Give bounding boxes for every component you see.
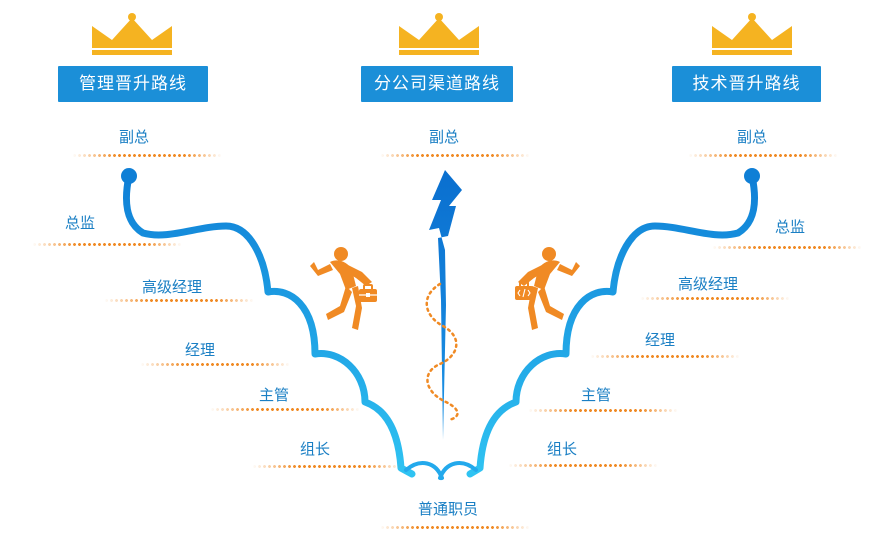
crown-icon (92, 13, 172, 55)
staff-level: 普通职员 (417, 500, 479, 518)
management-route-title: 管理晋升路线 (58, 66, 208, 102)
technical-route-title: 技术晋升路线 (672, 66, 821, 102)
base-curls (404, 461, 478, 480)
management-level-senior-manager: 高级经理 (141, 278, 203, 296)
dotted-line (380, 154, 530, 157)
dotted-line (712, 246, 862, 249)
dotted-line (590, 355, 740, 358)
channel-level-vice-president: 副总 (428, 128, 460, 146)
channel-dotted-swirl (425, 282, 459, 422)
code-bag-icon (515, 281, 533, 300)
management-level-supervisor: 主管 (258, 386, 290, 404)
dotted-line (688, 154, 838, 157)
dotted-line (528, 409, 678, 412)
technical-level-senior-manager: 高级经理 (677, 275, 739, 293)
management-level-manager: 经理 (184, 341, 216, 359)
management-level-team-leader: 组长 (299, 440, 331, 458)
dotted-line (640, 297, 790, 300)
crown-icon (399, 13, 479, 55)
technical-level-director: 总监 (774, 218, 806, 236)
crown-icon (712, 13, 792, 55)
dotted-line (380, 526, 530, 529)
management-level-vice-president: 副总 (118, 128, 150, 146)
dotted-line (508, 464, 658, 467)
technical-level-team-leader: 组长 (546, 440, 578, 458)
channel-route-title: 分公司渠道路线 (361, 66, 513, 102)
running-person-icon (310, 247, 372, 330)
technical-level-manager: 经理 (644, 331, 676, 349)
management-path-line (121, 168, 416, 478)
dotted-line (210, 408, 360, 411)
briefcase-icon (359, 284, 377, 302)
dotted-line (72, 154, 222, 157)
technical-path-start-dot (744, 168, 760, 184)
dotted-line (32, 243, 182, 246)
dotted-line (140, 363, 290, 366)
dotted-line (252, 465, 402, 468)
lightning-arrow-icon (429, 170, 462, 440)
dotted-line (104, 299, 254, 302)
technical-level-supervisor: 主管 (580, 386, 612, 404)
management-path-start-dot (121, 168, 137, 184)
management-level-director: 总监 (64, 214, 96, 232)
technical-level-vice-president: 副总 (736, 128, 768, 146)
technical-path-line (466, 168, 760, 478)
